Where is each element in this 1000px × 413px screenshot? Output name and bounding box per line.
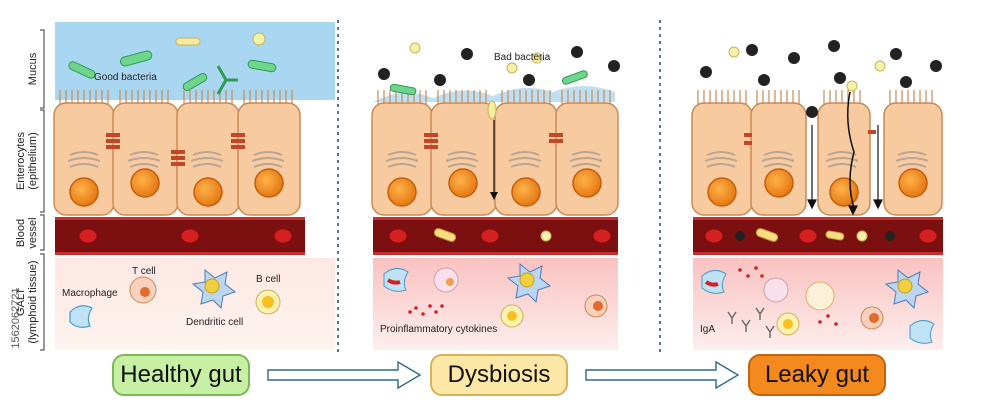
nucleus-group bbox=[69, 168, 284, 207]
panel-leaky: IgA bbox=[691, 40, 943, 350]
label-vessel: vessel bbox=[27, 217, 39, 248]
panel-dysbiosis: Bad bacteria Proinflammatory cytokines bbox=[371, 42, 620, 350]
label-t-cell: T cell bbox=[132, 266, 156, 277]
translocation-arrow bbox=[487, 100, 498, 200]
panel-healthy: Good bacteria Macrophage T cell B cell D… bbox=[53, 22, 335, 350]
label-macrophage: Macrophage bbox=[62, 288, 118, 299]
label-lymphoid-tissue: (lymphoid tissue) bbox=[27, 260, 39, 343]
galt-tissue bbox=[55, 258, 335, 350]
label-dendritic-cell: Dendritic cell bbox=[186, 317, 243, 328]
arrow-healthy-to-dysbiosis bbox=[267, 360, 422, 390]
good-bacteria bbox=[68, 32, 277, 95]
label-enterocytes: Enterocytes bbox=[15, 131, 27, 190]
stage-healthy-gut: Healthy gut bbox=[112, 354, 250, 396]
immune-cells bbox=[69, 268, 281, 328]
label-galt: GALT bbox=[15, 288, 27, 316]
arrow-dysbiosis-to-leaky bbox=[585, 360, 740, 390]
tight-junctions bbox=[106, 133, 245, 166]
label-bad-bacteria: Bad bacteria bbox=[494, 52, 551, 63]
stage-leaky-gut: Leaky gut bbox=[748, 354, 886, 396]
mucus-layer-thin bbox=[373, 86, 615, 102]
label-blood: Blood bbox=[15, 219, 27, 247]
red-blood-cells bbox=[78, 228, 293, 244]
stage-dysbiosis: Dysbiosis bbox=[430, 354, 568, 396]
mucus-layer bbox=[55, 22, 335, 100]
label-b-cell: B cell bbox=[256, 274, 280, 285]
leakage-arrows bbox=[807, 91, 883, 216]
label-iga: IgA bbox=[700, 324, 715, 335]
label-cytokines: Proinflammatory cytokines bbox=[380, 324, 497, 335]
bad-bacteria bbox=[378, 46, 620, 86]
stock-id-watermark: 1562062721 bbox=[10, 287, 22, 349]
microvilli bbox=[59, 90, 293, 104]
flow-arrows bbox=[267, 360, 740, 390]
label-good-bacteria: Good bacteria bbox=[94, 72, 157, 83]
label-epithelium: (epithelium) bbox=[27, 132, 39, 189]
golgi-apparatus bbox=[67, 151, 285, 168]
label-mucus: Mucus bbox=[27, 52, 39, 85]
side-labels: Mucus Enterocytes (epithelium) Blood ves… bbox=[15, 29, 45, 351]
